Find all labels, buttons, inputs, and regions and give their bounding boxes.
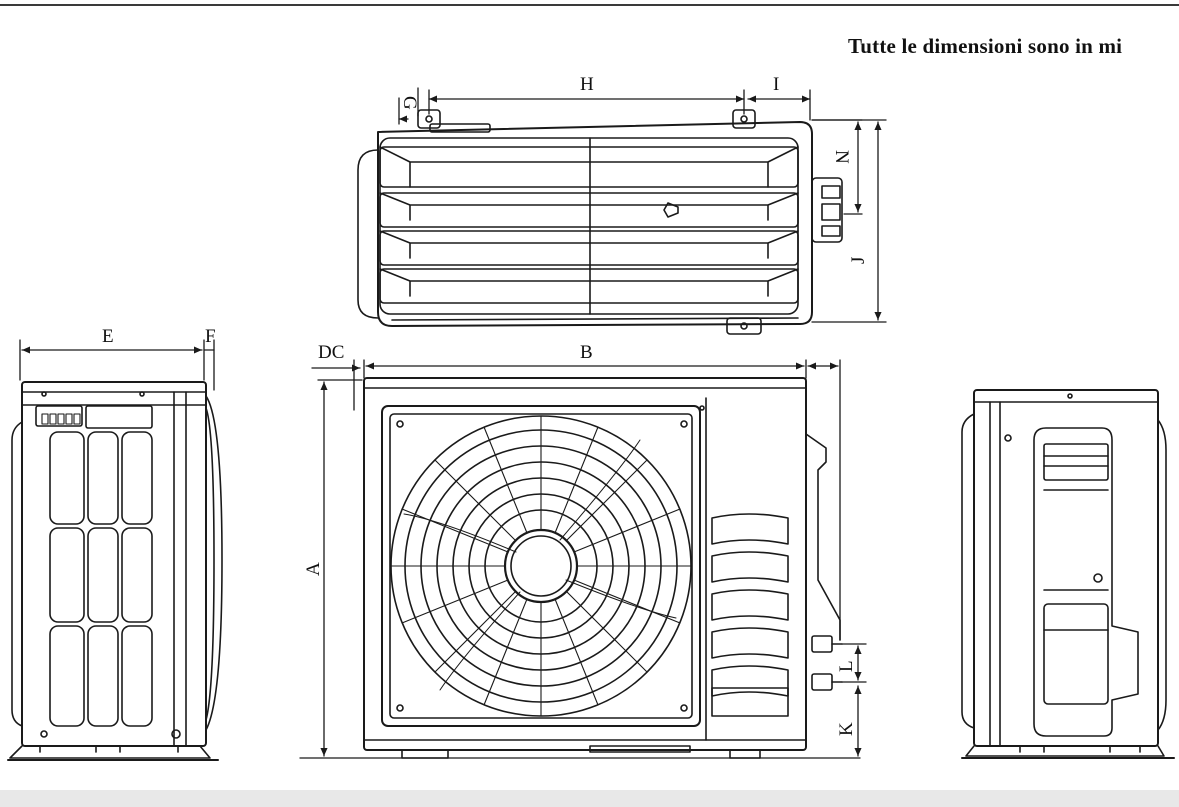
top-border-line xyxy=(0,4,1179,6)
right-side-view xyxy=(961,389,1175,759)
dimension-labels: E F DC B H I G N J A L K xyxy=(102,74,869,736)
label-H: H xyxy=(580,74,594,95)
top-view xyxy=(357,87,887,335)
label-G: G xyxy=(399,96,420,110)
label-A: A xyxy=(303,562,324,576)
dimensions-note: Tutte le dimensioni sono in mi xyxy=(848,34,1123,58)
label-B: B xyxy=(580,342,593,363)
label-J: J xyxy=(848,257,869,264)
left-side-view xyxy=(7,339,223,761)
label-L: L xyxy=(836,660,857,672)
label-K: K xyxy=(836,722,857,736)
label-F: F xyxy=(205,326,216,347)
label-E: E xyxy=(102,326,114,347)
front-view xyxy=(299,359,867,759)
label-N: N xyxy=(831,150,852,164)
label-DC: DC xyxy=(318,342,344,363)
bottom-band xyxy=(0,790,1179,807)
label-I: I xyxy=(773,74,779,95)
